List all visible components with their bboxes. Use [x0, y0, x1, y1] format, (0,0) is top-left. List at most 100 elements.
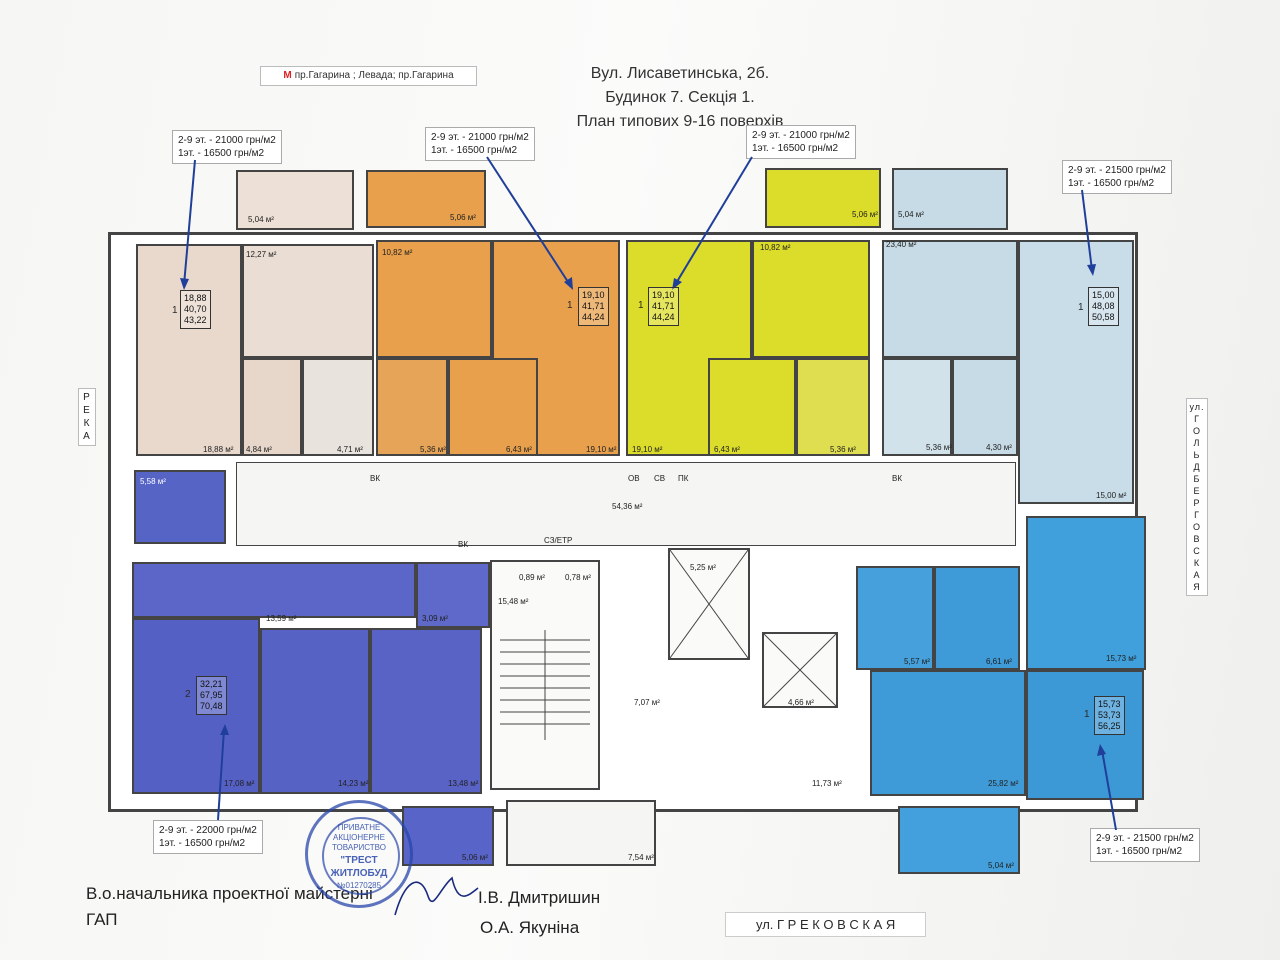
living-area: 15,00 [1092, 290, 1115, 300]
apartment-e-storage [134, 470, 226, 544]
price-box-d: 2-9 эт. - 21500 грн/м2 1эт. - 16500 грн/… [1062, 160, 1172, 194]
stamp-inner-ring [322, 817, 400, 895]
price-line: 1эт. - 16500 грн/м2 [431, 145, 518, 156]
plan-title: Вул. Лисаветинська, 2б. Будинок 7. Секці… [560, 62, 800, 134]
area-label: 5,06 м² [450, 213, 476, 222]
apartment-f-wc [934, 566, 1020, 670]
shaft-label: ВК [458, 540, 468, 549]
area-label: 15,73 м² [1106, 654, 1137, 663]
area-label: 6,61 м² [986, 657, 1012, 666]
street-letter: Г [1194, 510, 1200, 520]
shaft-label: ПК [678, 474, 689, 483]
apartment-c-kitchen [752, 240, 870, 358]
building-text: Будинок 7. Секція 1. [605, 89, 755, 106]
area-label: 13,48 м² [448, 779, 479, 788]
area-label: 54,36 м² [612, 502, 643, 511]
apartment-c-bath [796, 358, 870, 456]
apartment-b-hall [448, 358, 538, 456]
price-line: 1эт. - 16500 грн/м2 [159, 838, 246, 849]
street-letter: Д [1193, 462, 1201, 472]
area-label: 19,10 м² [632, 445, 663, 454]
street-letter: К [83, 418, 91, 429]
area-label: 4,84 м² [246, 445, 272, 454]
full-area: 56,25 [1098, 721, 1121, 731]
apartment-b-bath [376, 358, 448, 456]
street-letter: А [1193, 570, 1201, 580]
apartment-b-rooms: 1 [567, 300, 573, 311]
full-area: 70,48 [200, 701, 223, 711]
name-gap: О.А. Якуніна [480, 918, 580, 937]
apartment-b-info: 19,10 41,71 44,24 [578, 287, 609, 326]
lobby [506, 800, 656, 866]
balcony-f [898, 806, 1020, 874]
elevator-shaft-2 [762, 632, 838, 708]
street-letter: В [1193, 534, 1201, 544]
role-gap: ГАП [86, 910, 118, 929]
apartment-f-info: 15,73 53,73 56,25 [1094, 696, 1125, 735]
apartment-d-bath [882, 358, 952, 456]
area-label: 18,88 м² [203, 445, 234, 454]
stamp-line: ТОВАРИСТВО [332, 843, 386, 852]
area-label: 17,08 м² [224, 779, 255, 788]
apartment-a-hall [242, 358, 302, 456]
area-label: 5,06 м² [852, 210, 878, 219]
area-label: 5,36 м² [420, 445, 446, 454]
full-area: 43,22 [184, 315, 207, 325]
area-label: 0,89 м² [519, 573, 545, 582]
street-letter: Я [1193, 582, 1201, 592]
street-letter: Г [1194, 414, 1200, 424]
living-area: 18,88 [184, 293, 207, 303]
stamp-line: ПРИВАТНЕ [337, 823, 381, 832]
address-text: Вул. Лисаветинська, 2б. [590, 65, 770, 82]
area-label: 19,10 м² [586, 445, 617, 454]
apartment-e-kitchen [370, 628, 482, 794]
price-box-e: 2-9 эт. - 22000 грн/м2 1эт. - 16500 грн/… [153, 820, 263, 854]
area-label: 5,58 м² [140, 477, 166, 486]
price-line: 1эт. - 16500 грн/м2 [1068, 178, 1155, 189]
area-label: 4,71 м² [337, 445, 363, 454]
apartment-f-room [1026, 516, 1146, 670]
plan-text: План типових 9-16 поверхів [576, 113, 784, 130]
total-area: 41,71 [652, 301, 675, 311]
apartment-e-info: 32,21 67,95 70,48 [196, 676, 227, 715]
area-label: 12,27 м² [246, 250, 277, 259]
area-label: 23,40 м² [886, 240, 917, 249]
stamp-line: АКЦІОНЕРНЕ [333, 833, 385, 842]
area-label: 0,78 м² [565, 573, 591, 582]
price-line: 1эт. - 16500 грн/м2 [752, 143, 839, 154]
area-label: 25,82 м² [988, 779, 1019, 788]
apartment-d-hall [952, 358, 1018, 456]
apartment-e-rooms: 2 [185, 689, 191, 700]
area-label: 7,07 м² [634, 698, 660, 707]
area-label: 6,43 м² [506, 445, 532, 454]
apartment-d-rooms: 1 [1078, 302, 1084, 313]
living-area: 15,73 [1098, 699, 1121, 709]
stamp-line: ЖИТЛОБУД [330, 868, 388, 879]
area-label: 15,48 м² [498, 597, 529, 606]
area-label: 5,04 м² [898, 210, 924, 219]
apartment-e-room2 [260, 628, 370, 794]
apartment-b-kitchen [376, 240, 492, 358]
stamp-line: №01270285 [336, 881, 382, 890]
area-label: 5,04 м² [248, 215, 274, 224]
apartment-d-room [1018, 240, 1134, 504]
apartment-a-room [136, 244, 242, 456]
street-left: Р Е К А [78, 388, 96, 446]
price-box-f: 2-9 эт. - 21500 грн/м2 1эт. - 16500 грн/… [1090, 828, 1200, 862]
total-area: 48,08 [1092, 301, 1115, 311]
area-label: 6,43 м² [714, 445, 740, 454]
street-letter: К [1193, 558, 1201, 568]
apartment-f-bath [856, 566, 934, 670]
street-letter: Р [83, 392, 91, 403]
area-label: 10,82 м² [382, 248, 413, 257]
apartment-c-rooms: 1 [638, 300, 644, 311]
full-area: 44,24 [582, 312, 605, 322]
balcony-c [765, 168, 881, 228]
shaft-label: ВК [892, 474, 902, 483]
apartment-e-bath [416, 562, 490, 628]
price-line: 2-9 эт. - 22000 грн/м2 [159, 825, 257, 836]
balcony-a [236, 170, 354, 230]
area-label: 3,09 м² [422, 614, 448, 623]
street-letter: О [1192, 426, 1201, 436]
